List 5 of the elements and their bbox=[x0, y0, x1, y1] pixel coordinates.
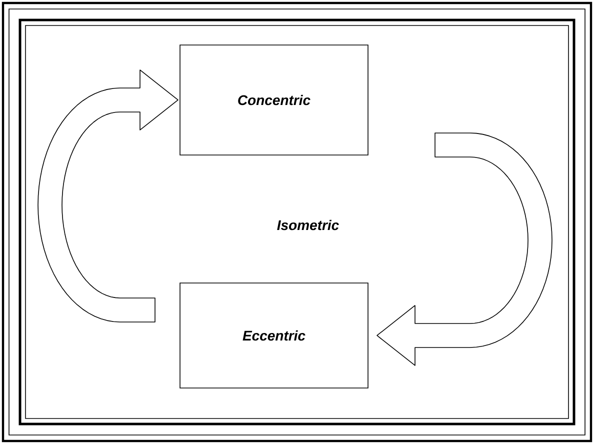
process-box: Eccentric bbox=[180, 282, 368, 388]
curved-arrow bbox=[38, 70, 178, 322]
process-box: Concentric bbox=[180, 44, 368, 156]
curved-arrow bbox=[376, 132, 552, 366]
center-label: Isometric bbox=[277, 220, 339, 230]
